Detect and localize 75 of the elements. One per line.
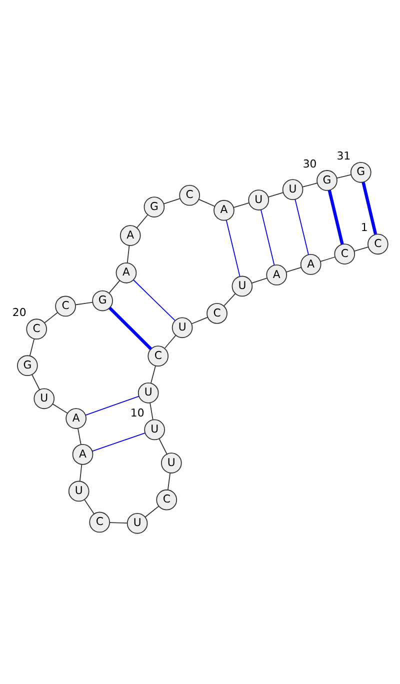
node-circle: U xyxy=(144,419,165,440)
node-circle: U xyxy=(232,276,253,297)
node-label: 31 xyxy=(336,149,351,162)
node-circle: A xyxy=(66,408,86,429)
connector xyxy=(77,428,82,446)
connector xyxy=(191,316,208,324)
connector xyxy=(164,334,176,349)
connector xyxy=(84,499,94,514)
connector xyxy=(362,182,378,235)
node-circle: G xyxy=(17,355,38,376)
connector xyxy=(29,338,35,356)
connector xyxy=(136,214,148,228)
connector xyxy=(150,365,156,384)
node-circle: C xyxy=(156,489,178,510)
node-circle: C xyxy=(55,296,76,317)
node-circle: G xyxy=(144,196,165,218)
connector xyxy=(286,266,302,272)
node-circle: A xyxy=(116,262,137,284)
node-circle: U xyxy=(68,480,90,502)
connector xyxy=(150,402,154,420)
connector xyxy=(268,192,284,198)
connector xyxy=(163,198,180,204)
connector xyxy=(167,472,171,490)
node-circle: C xyxy=(179,184,200,206)
connector xyxy=(224,293,236,306)
node-circle: C xyxy=(206,303,228,324)
node-label: 10 xyxy=(130,406,144,420)
connector xyxy=(144,506,160,518)
connector xyxy=(251,278,268,284)
connector xyxy=(198,198,216,207)
node-label: 30 xyxy=(302,157,317,170)
connector xyxy=(108,306,152,350)
connector xyxy=(75,302,93,306)
connector xyxy=(354,246,369,252)
connector xyxy=(233,202,250,208)
node-circle: G xyxy=(316,170,338,191)
node-circle: A xyxy=(72,444,94,465)
node-circle: U xyxy=(160,452,182,474)
node-circle: C xyxy=(89,512,110,533)
node-circle: C xyxy=(26,318,48,340)
connector xyxy=(85,396,140,416)
node-circle: U xyxy=(34,388,55,410)
connector xyxy=(32,374,40,390)
connector xyxy=(79,464,82,482)
connector xyxy=(226,220,240,277)
connector xyxy=(92,432,146,452)
node-circle: A xyxy=(120,225,141,246)
node-circle: A xyxy=(300,254,322,275)
node-circle: A xyxy=(266,264,288,286)
connector xyxy=(52,403,68,414)
node-circle: U xyxy=(138,382,159,404)
connector xyxy=(260,209,275,266)
connector xyxy=(158,438,168,454)
node-circle: A xyxy=(214,200,234,221)
node-circle: C xyxy=(148,346,169,367)
connector xyxy=(302,182,318,188)
connector xyxy=(328,190,344,244)
node-circle: U xyxy=(282,179,304,200)
connector xyxy=(132,279,176,321)
node-circle: G xyxy=(350,162,372,183)
node-circle: U xyxy=(172,317,193,338)
connector xyxy=(109,522,128,524)
node-circle: C xyxy=(334,244,356,264)
node-circle: C xyxy=(367,234,388,255)
connector xyxy=(294,198,309,256)
connector xyxy=(108,280,120,294)
node-circle: U xyxy=(248,190,270,210)
connector xyxy=(320,256,336,262)
node-label: 20 xyxy=(12,306,26,320)
connector xyxy=(126,245,130,264)
connector xyxy=(44,312,58,324)
connector xyxy=(336,174,352,179)
node-label: 1 xyxy=(360,221,368,234)
node-circle: U xyxy=(126,512,148,534)
node-circle: G xyxy=(92,290,113,312)
